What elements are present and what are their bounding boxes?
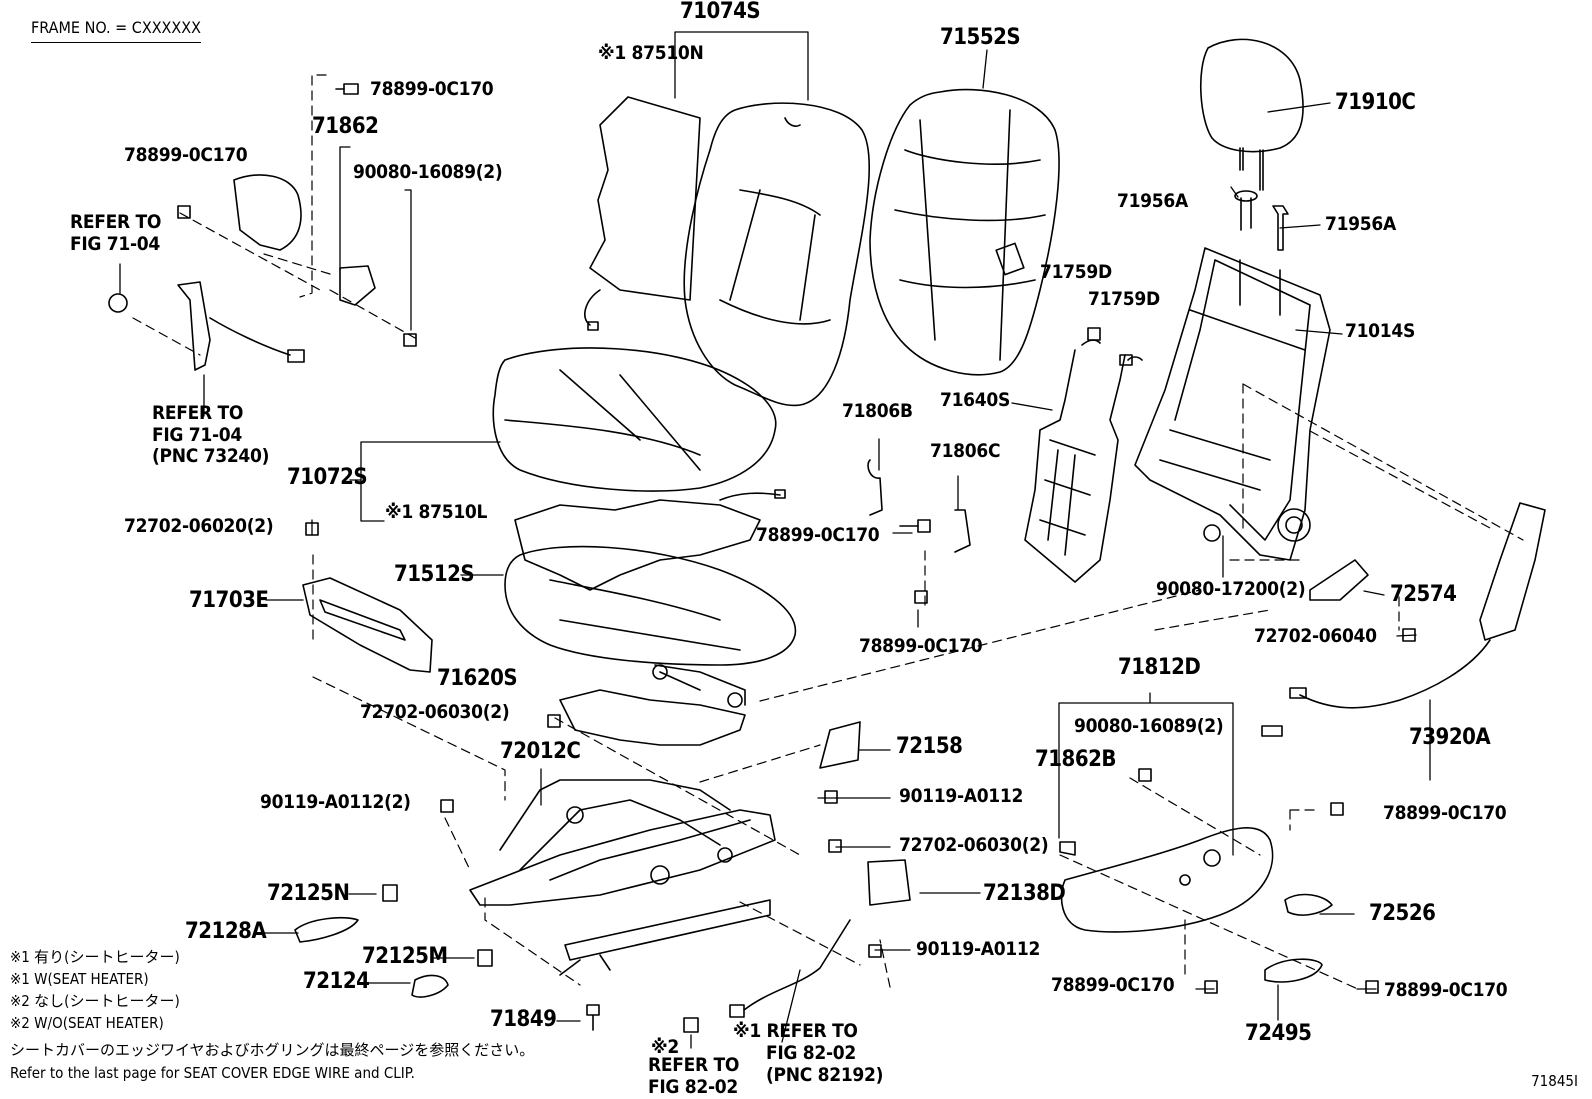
refer-fig-82-02-b-mark: ※2 xyxy=(651,1036,679,1058)
part-label-72158[interactable]: 72158 xyxy=(896,734,963,759)
part-label-72125N[interactable]: 72125N xyxy=(267,881,350,906)
cushion-pad xyxy=(504,545,797,666)
part-label-72702-06030-a[interactable]: 72702-06030(2) xyxy=(360,701,510,723)
part-label-71812D[interactable]: 71812D xyxy=(1118,655,1201,680)
part-label-72125M[interactable]: 72125M xyxy=(362,944,448,969)
refer-fig-71-04-a-line2[interactable]: FIG 71-04 xyxy=(70,233,160,255)
side-trim-panel-71703E xyxy=(302,577,433,673)
part-label-71956A-a[interactable]: 71956A xyxy=(1117,190,1188,212)
part-label-71074S[interactable]: 71074S xyxy=(680,0,761,24)
part-label-78899-0C170-e[interactable]: 78899-0C170 xyxy=(1383,802,1507,824)
part-label-87510L[interactable]: ※1 87510L xyxy=(385,501,488,523)
part-label-78899-0C170-b[interactable]: 78899-0C170 xyxy=(124,144,248,166)
part-label-71806C[interactable]: 71806C xyxy=(930,440,1001,462)
part-label-90080-17200[interactable]: 90080-17200(2) xyxy=(1156,578,1306,600)
part-label-71512S[interactable]: 71512S xyxy=(394,562,475,587)
part-label-72574[interactable]: 72574 xyxy=(1390,582,1457,607)
refer-fig-82-02-a-line1[interactable]: ※1 REFER TO xyxy=(733,1020,858,1042)
part-label-72702-06030-b[interactable]: 72702-06030(2) xyxy=(899,834,1049,856)
part-label-72128A[interactable]: 72128A xyxy=(185,919,267,944)
frame-number: FRAME NO. = CXXXXXX xyxy=(31,18,201,43)
part-label-71072S[interactable]: 71072S xyxy=(287,465,368,490)
refer-fig-71-04-b-line1[interactable]: REFER TO xyxy=(152,402,244,424)
headrest xyxy=(1199,38,1304,191)
seatback-pad xyxy=(869,88,1060,376)
part-label-78899-0C170-d[interactable]: 78899-0C170 xyxy=(859,635,983,657)
note-heater-en: ※1 W(SEAT HEATER) xyxy=(10,970,149,988)
part-label-72012C[interactable]: 72012C xyxy=(500,739,581,764)
part-label-90119-A0112-c[interactable]: 90119-A0112 xyxy=(916,938,1041,960)
note-no-heater-jp: ※2 なし(シートヒーター) xyxy=(10,992,180,1010)
side-cover-71812D xyxy=(1060,827,1274,933)
dashed-lines xyxy=(132,74,1524,991)
seat-heater-back-panel xyxy=(584,96,701,331)
side-airbag xyxy=(1261,502,1546,737)
part-label-71910C[interactable]: 71910C xyxy=(1335,90,1416,115)
seatback-frame xyxy=(1134,247,1331,561)
part-label-71849[interactable]: 71849 xyxy=(490,1007,557,1032)
part-label-71806B[interactable]: 71806B xyxy=(842,400,913,422)
part-label-72526[interactable]: 72526 xyxy=(1369,901,1436,926)
part-label-71620S[interactable]: 71620S xyxy=(437,666,518,691)
part-label-72495[interactable]: 72495 xyxy=(1245,1021,1312,1046)
part-label-71759D-b[interactable]: 71759D xyxy=(1088,288,1160,310)
part-label-71014S[interactable]: 71014S xyxy=(1345,320,1415,342)
seatback-springs xyxy=(1024,339,1143,583)
part-label-90080-16089-a[interactable]: 90080-16089(2) xyxy=(353,161,503,183)
part-label-71703E[interactable]: 71703E xyxy=(189,588,269,613)
cushion-cover xyxy=(492,347,777,492)
seat-track-adjuster xyxy=(469,779,776,976)
part-label-90119-A0112-b[interactable]: 90119-A0112(2) xyxy=(260,791,411,813)
part-label-78899-0C170-g[interactable]: 78899-0C170 xyxy=(1384,979,1508,1001)
part-label-87510N[interactable]: ※1 87510N xyxy=(598,42,704,64)
note-edge-wire-en: Refer to the last page for SEAT COVER ED… xyxy=(10,1064,415,1082)
part-label-71552S[interactable]: 71552S xyxy=(940,25,1021,50)
refer-fig-71-04-a-line1[interactable]: REFER TO xyxy=(70,211,162,233)
seatback-cover xyxy=(683,102,871,407)
leader-lines xyxy=(119,31,1431,1049)
part-label-90119-A0112-a[interactable]: 90119-A0112 xyxy=(899,785,1024,807)
part-label-78899-0C170-f[interactable]: 78899-0C170 xyxy=(1051,974,1175,996)
refer-fig-71-04-b-line3[interactable]: (PNC 73240) xyxy=(152,445,270,467)
cushion-springs xyxy=(559,664,746,746)
part-label-90080-16089-b[interactable]: 90080-16089(2) xyxy=(1074,715,1224,737)
seat-heater-cushion-panel xyxy=(514,489,786,591)
refer-fig-71-04-b-line2[interactable]: FIG 71-04 xyxy=(152,424,242,446)
headrest-supports xyxy=(1234,190,1289,251)
part-label-72124[interactable]: 72124 xyxy=(303,969,370,994)
part-label-72702-06040[interactable]: 72702-06040 xyxy=(1254,625,1377,647)
part-label-71956A-b[interactable]: 71956A xyxy=(1325,213,1396,235)
note-no-heater-en: ※2 W/O(SEAT HEATER) xyxy=(10,1014,164,1032)
refer-fig-82-02-b-line2[interactable]: FIG 82-02 xyxy=(648,1076,738,1098)
part-label-71862B[interactable]: 71862B xyxy=(1035,747,1116,772)
part-label-72138D[interactable]: 72138D xyxy=(983,881,1066,906)
part-label-78899-0C170-a[interactable]: 78899-0C170 xyxy=(370,78,494,100)
refer-fig-82-02-b-line1[interactable]: REFER TO xyxy=(648,1054,740,1076)
part-label-72702-06020[interactable]: 72702-06020(2) xyxy=(124,515,274,537)
note-edge-wire-jp: シートカバーのエッジワイヤおよびホグリングは最終ページを参照ください。 xyxy=(10,1041,535,1059)
diagram-id: 71845I xyxy=(1531,1072,1578,1090)
small-parts xyxy=(108,83,1416,1033)
part-label-71862[interactable]: 71862 xyxy=(312,114,379,139)
part-label-73920A[interactable]: 73920A xyxy=(1409,725,1491,750)
refer-fig-82-02-a-line2[interactable]: FIG 82-02 xyxy=(766,1042,856,1064)
part-label-71759D-a[interactable]: 71759D xyxy=(1040,261,1112,283)
part-label-78899-0C170-c[interactable]: 78899-0C170 xyxy=(756,524,880,546)
refer-fig-82-02-a-line3[interactable]: (PNC 82192) xyxy=(766,1064,884,1086)
part-label-71640S[interactable]: 71640S xyxy=(940,389,1010,411)
note-heater-jp: ※1 有り(シートヒーター) xyxy=(10,948,180,966)
